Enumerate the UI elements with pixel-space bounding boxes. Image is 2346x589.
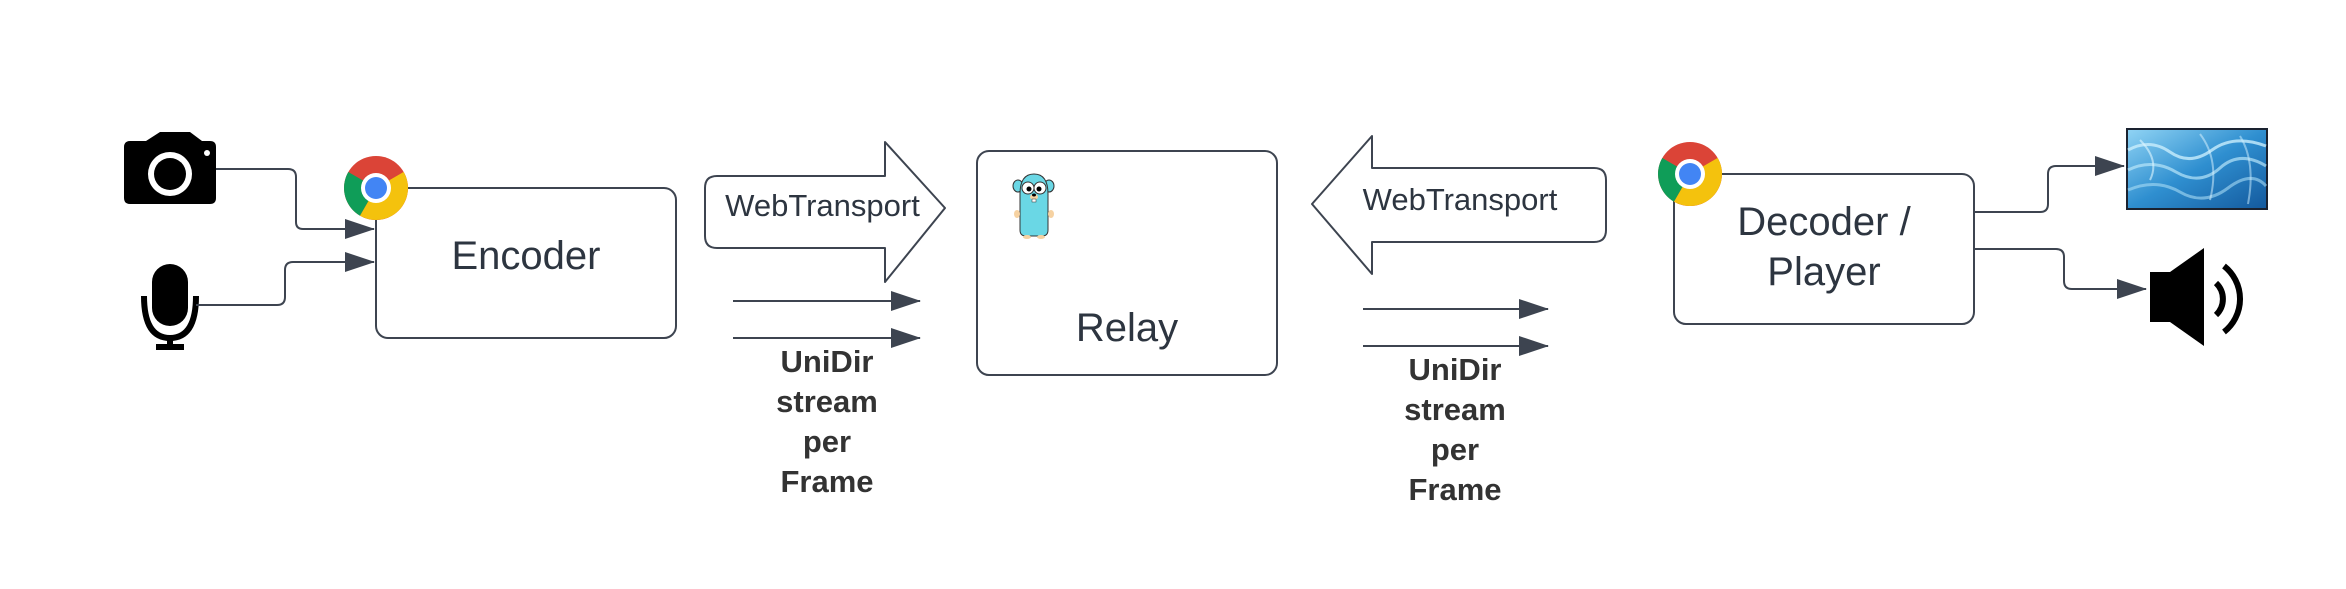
chrome-icon bbox=[344, 156, 408, 220]
camera-to-encoder-connector bbox=[216, 168, 375, 239]
stream-note-right-line3: per bbox=[1430, 432, 1480, 467]
webtransport-right-label: WebTransport bbox=[1362, 182, 1558, 217]
relay-box bbox=[976, 150, 1278, 376]
speaker-icon bbox=[2150, 248, 2243, 346]
decoder-label-line2: Player bbox=[1767, 250, 1881, 294]
camera-icon bbox=[124, 132, 216, 204]
stream-note-left-line3: per bbox=[802, 424, 852, 459]
mic-to-encoder-connector bbox=[196, 252, 375, 306]
decoder-label: Decoder / Player bbox=[1674, 197, 1974, 297]
encoder-label: Encoder bbox=[451, 234, 601, 278]
decoder-to-speaker-connector bbox=[1974, 248, 2147, 299]
stream-note-right: UniDir stream per Frame bbox=[1375, 350, 1535, 510]
decoder-to-display-connector bbox=[1974, 156, 2125, 213]
stream-note-left-line4: Frame bbox=[780, 464, 874, 499]
stream-note-right-line2: stream bbox=[1404, 392, 1506, 427]
stream-note-right-line1: UniDir bbox=[1408, 352, 1502, 387]
stream-note-left-line1: UniDir bbox=[780, 344, 874, 379]
go-gopher-icon bbox=[1012, 173, 1055, 239]
webtransport-right-arrow bbox=[1311, 135, 1607, 275]
relay-label: Relay bbox=[1075, 306, 1179, 350]
webtransport-left-arrow bbox=[704, 141, 946, 283]
stream-note-left: UniDir stream per Frame bbox=[747, 342, 907, 502]
webtransport-left-label: WebTransport bbox=[725, 188, 920, 223]
encoder-box bbox=[375, 187, 677, 339]
stream-note-left-line2: stream bbox=[776, 384, 878, 419]
display-icon bbox=[2126, 128, 2268, 210]
decoder-label-line1: Decoder / bbox=[1737, 200, 1911, 244]
microphone-icon bbox=[141, 264, 199, 350]
stream-note-right-line4: Frame bbox=[1408, 472, 1502, 507]
chrome-icon bbox=[1658, 142, 1722, 206]
